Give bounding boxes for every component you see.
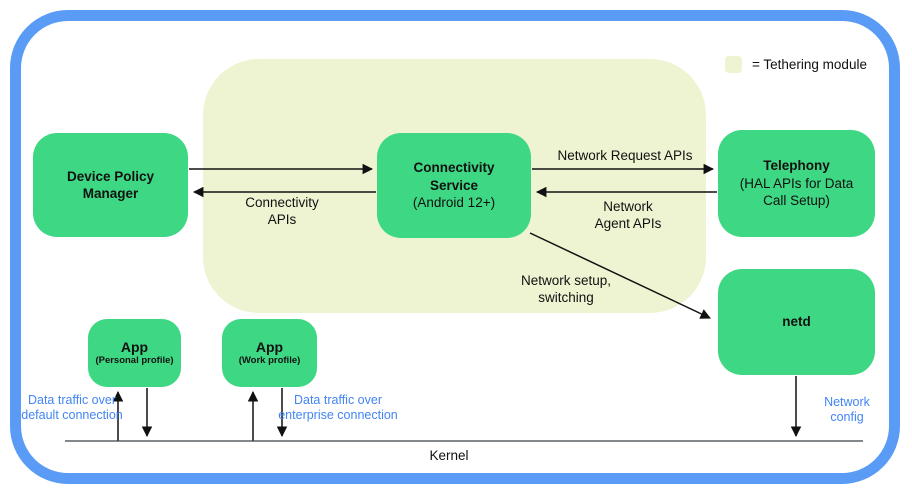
legend: = Tethering module xyxy=(725,56,867,73)
label-network-agent-apis: Network Agent APIs xyxy=(594,199,662,231)
connectivity-service-subtitle: (Android 12+) xyxy=(412,195,496,211)
label-network-setup-switching: Network setup, switching xyxy=(520,273,612,305)
box-connectivity-service: Connectivity Service (Android 12+) xyxy=(377,133,531,238)
label-network-request-apis: Network Request APIs xyxy=(557,148,693,163)
label-connectivity-apis: Connectivity APIs xyxy=(245,195,319,227)
box-telephony: Telephony (HAL APIs for Data Call Setup) xyxy=(718,130,875,237)
legend-label: = Tethering module xyxy=(752,57,867,72)
label-network-config: Network config xyxy=(824,395,870,424)
app-work-subtitle: (Work profile) xyxy=(238,355,301,366)
box-netd: netd xyxy=(718,269,875,375)
netd-title: netd xyxy=(782,314,811,330)
connectivity-service-title: Connectivity Service xyxy=(413,160,495,193)
label-data-traffic-default: Data traffic over default connection xyxy=(21,393,123,422)
label-kernel: Kernel xyxy=(429,448,469,463)
tethering-swatch-icon xyxy=(725,56,742,73)
telephony-title: Telephony xyxy=(763,158,830,174)
telephony-subtitle: (HAL APIs for Data Call Setup) xyxy=(739,175,854,209)
outer-frame xyxy=(10,10,900,484)
box-device-policy-manager: Device Policy Manager xyxy=(33,133,188,237)
app-work-title: App xyxy=(255,339,284,355)
box-app-work-profile: App (Work profile) xyxy=(222,319,317,387)
app-personal-title: App xyxy=(120,339,149,355)
device-policy-manager-title: Device Policy Manager xyxy=(66,168,155,202)
label-data-traffic-enterprise: Data traffic over enterprise connection xyxy=(278,393,398,422)
app-personal-subtitle: (Personal profile) xyxy=(95,355,174,366)
box-app-personal-profile: App (Personal profile) xyxy=(88,319,181,387)
